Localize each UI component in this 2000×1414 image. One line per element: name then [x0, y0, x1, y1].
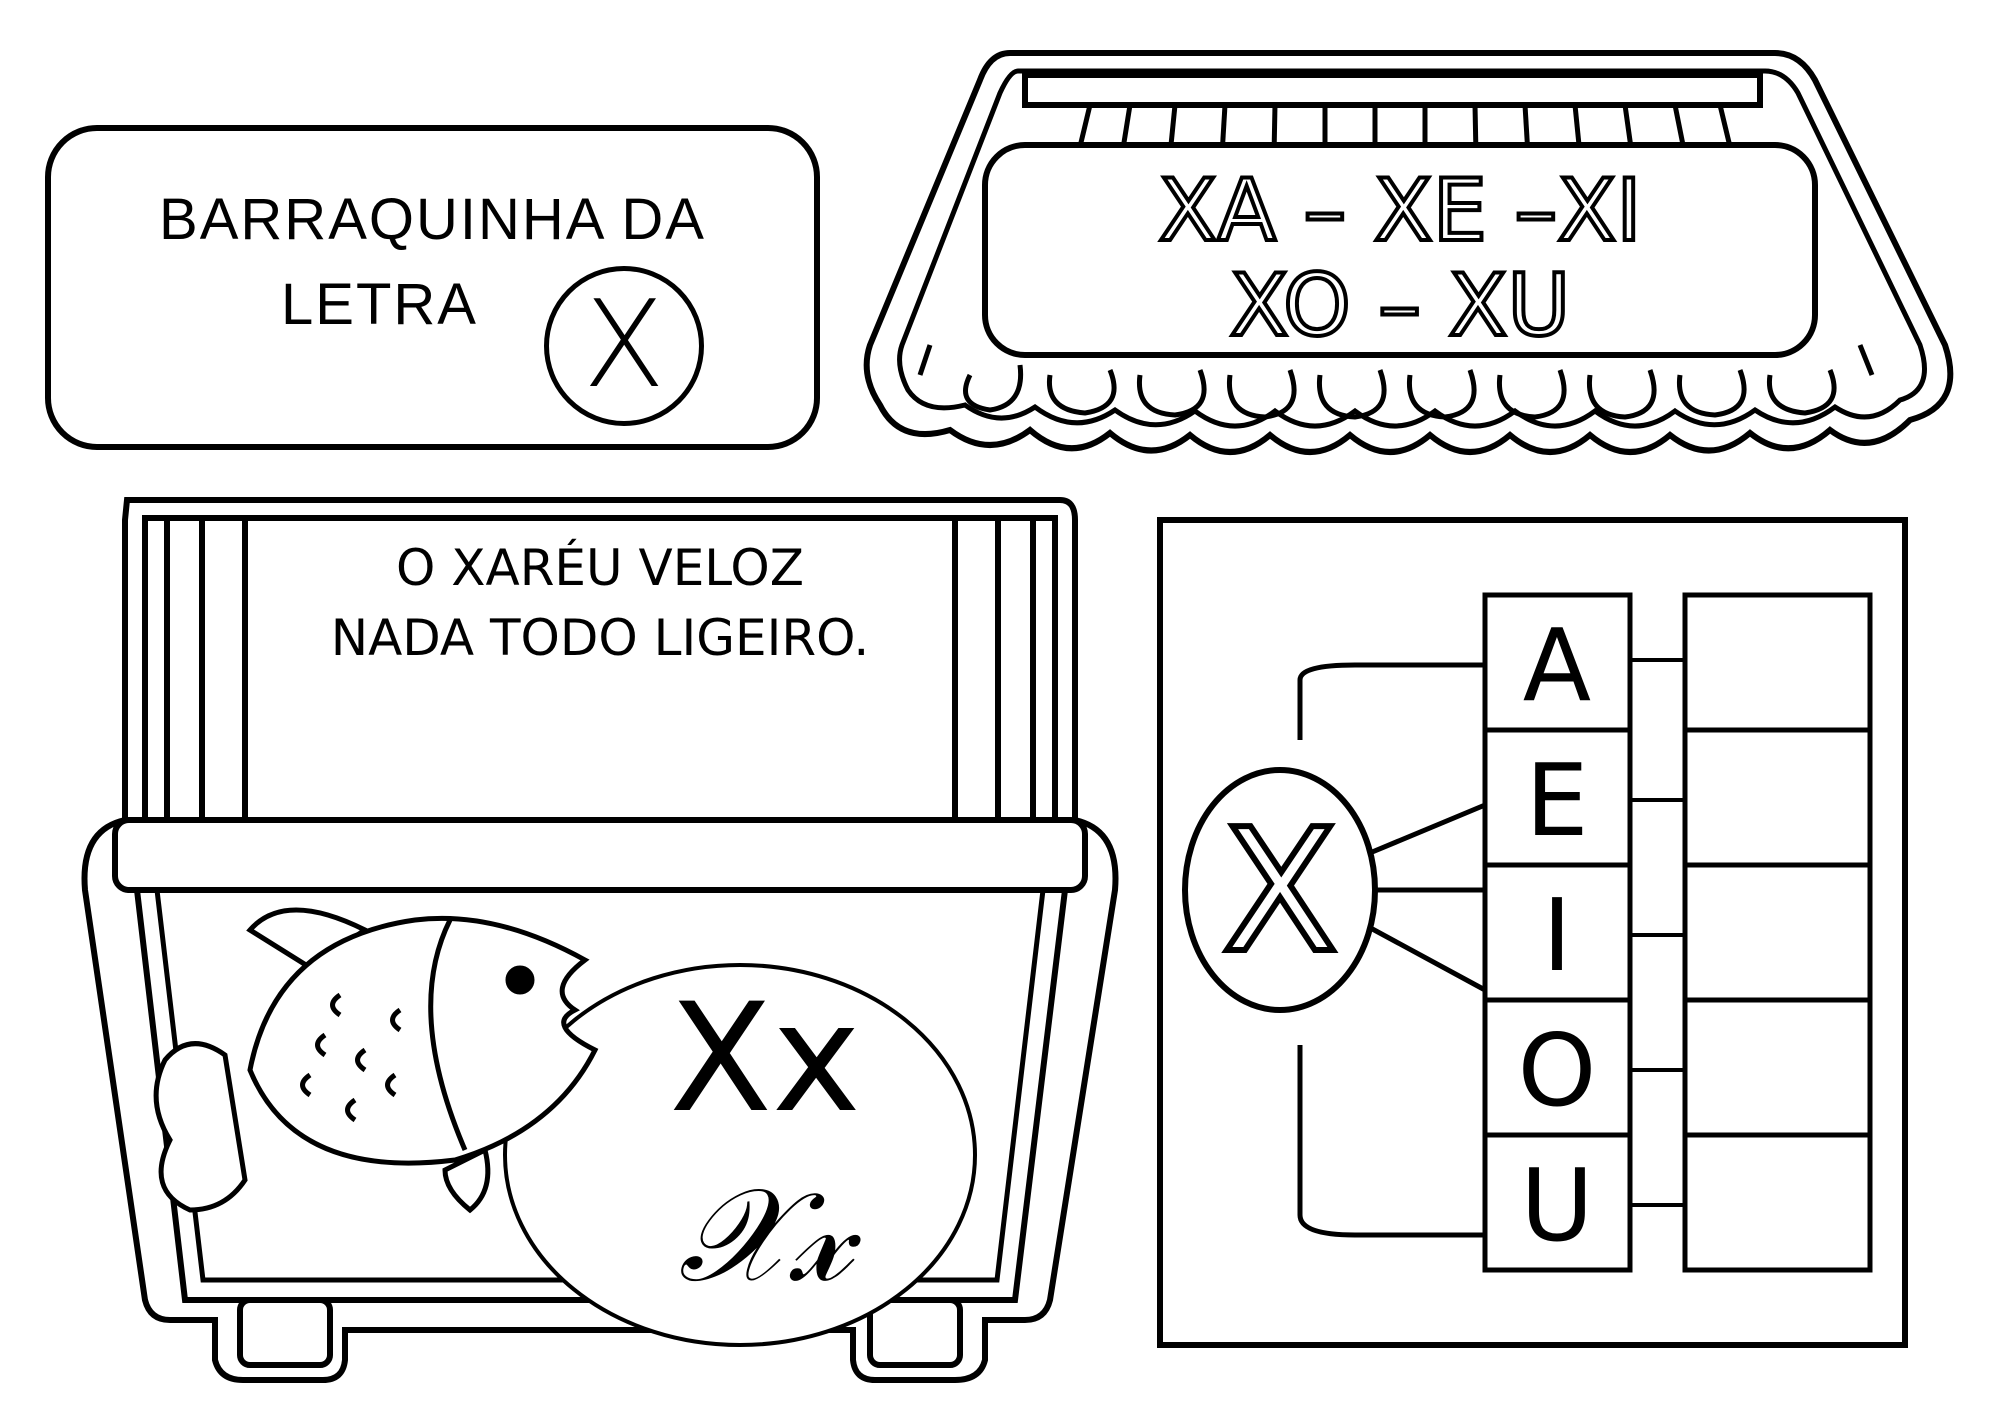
- fish-icon: [153, 907, 599, 1214]
- awning-icon: XA – XE –XI XO – XU: [863, 50, 1954, 455]
- stall-letter-cursive: 𝒳𝓍: [678, 1159, 861, 1311]
- answer-box-xa[interactable]: [1682, 592, 1873, 733]
- stall-sign-line-2: NADA TODO LIGEIRO.: [331, 609, 870, 667]
- title-letter-badge: X: [544, 266, 704, 426]
- title-card: BARRAQUINHA DA LETRA X: [45, 125, 820, 450]
- stall-letter-print: Xx: [669, 972, 861, 1146]
- market-stall-icon: O XARÉU VELOZ NADA TODO LIGEIRO. Xx 𝒳𝓍: [81, 497, 1119, 1383]
- answer-box-xo[interactable]: [1682, 997, 1873, 1138]
- vowel-a: A: [1523, 607, 1591, 724]
- answer-box-xe[interactable]: [1682, 727, 1873, 868]
- answer-box-xi[interactable]: [1682, 862, 1873, 1003]
- answer-box-xu[interactable]: [1682, 1132, 1873, 1273]
- vowel-u: U: [1520, 1147, 1593, 1264]
- title-line-1: BARRAQUINHA DA: [159, 187, 706, 252]
- syllable-tree: X A E I O U: [1157, 517, 1908, 1348]
- vowel-e: E: [1525, 742, 1588, 859]
- vowel-o: O: [1518, 1012, 1597, 1129]
- awning-syllables-line-2: XO – XU: [1230, 256, 1571, 356]
- tree-letter: X: [1222, 793, 1338, 991]
- vowel-i: I: [1542, 877, 1572, 994]
- awning-syllables-line-1: XA – XE –XI: [1158, 161, 1641, 261]
- stall-sign-line-1: O XARÉU VELOZ: [396, 538, 804, 597]
- title-line-2: LETRA: [281, 272, 478, 337]
